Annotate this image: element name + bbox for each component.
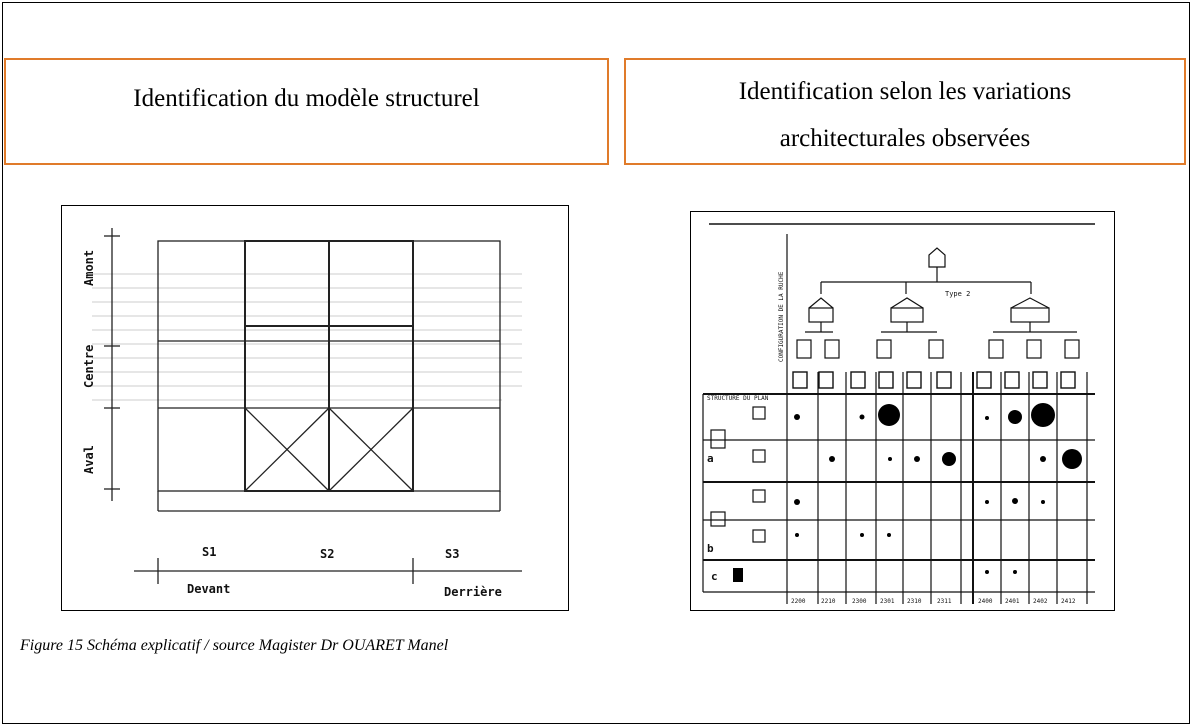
row-letter-a: a: [707, 452, 714, 465]
column-code: 2301: [880, 598, 895, 605]
column-code: 2311: [937, 598, 952, 605]
column-code: 2210: [821, 598, 836, 605]
configuration-label: CONFIGURATION DE LA RUCHE: [778, 271, 785, 362]
panel-title: Identification du modèle structurel: [133, 85, 480, 112]
label-devant: Devant: [187, 582, 230, 596]
column-code: 2401: [1005, 598, 1020, 605]
panel-title-line1: Identification selon les variations: [738, 78, 1072, 105]
architectural-variations-figure: CONFIGURATION DE LA RUCHE Type 2 STRUCTU…: [690, 211, 1115, 611]
label-s2: S2: [320, 547, 334, 561]
label-centre: Centre: [82, 345, 96, 388]
label-amont: Amont: [82, 250, 96, 286]
structural-model-panel: Identification du modèle structurel: [4, 58, 609, 165]
architectural-variations-panel: Identification selon les variations arch…: [624, 58, 1186, 165]
structural-diagram: Amont Centre Aval S1 S2 S3 Devant Derriè…: [82, 228, 522, 599]
label-derriere: Derrière: [444, 585, 502, 599]
panel-title-line2: architecturales observées: [779, 125, 1031, 152]
row-letter-b: b: [707, 542, 714, 555]
column-code: 2300: [852, 598, 867, 605]
structure-label: STRUCTURE DU PLAN: [707, 395, 769, 402]
column-code: 2200: [791, 598, 806, 605]
column-code: 2400: [978, 598, 993, 605]
structural-model-figure: Amont Centre Aval S1 S2 S3 Devant Derriè…: [61, 205, 569, 611]
label-s1: S1: [202, 545, 216, 559]
column-code: 2310: [907, 598, 922, 605]
panel-title: Identification selon les variations arch…: [626, 68, 1184, 162]
row-letter-c: c: [711, 570, 718, 583]
type-label: Type 2: [945, 290, 970, 298]
label-s3: S3: [445, 547, 459, 561]
figure-caption: Figure 15 Schéma explicatif / source Mag…: [20, 637, 449, 654]
column-code: 2402: [1033, 598, 1048, 605]
label-aval: Aval: [82, 445, 96, 474]
column-code: 2412: [1061, 598, 1076, 605]
variations-matrix-diagram: CONFIGURATION DE LA RUCHE Type 2 STRUCTU…: [702, 223, 1095, 605]
